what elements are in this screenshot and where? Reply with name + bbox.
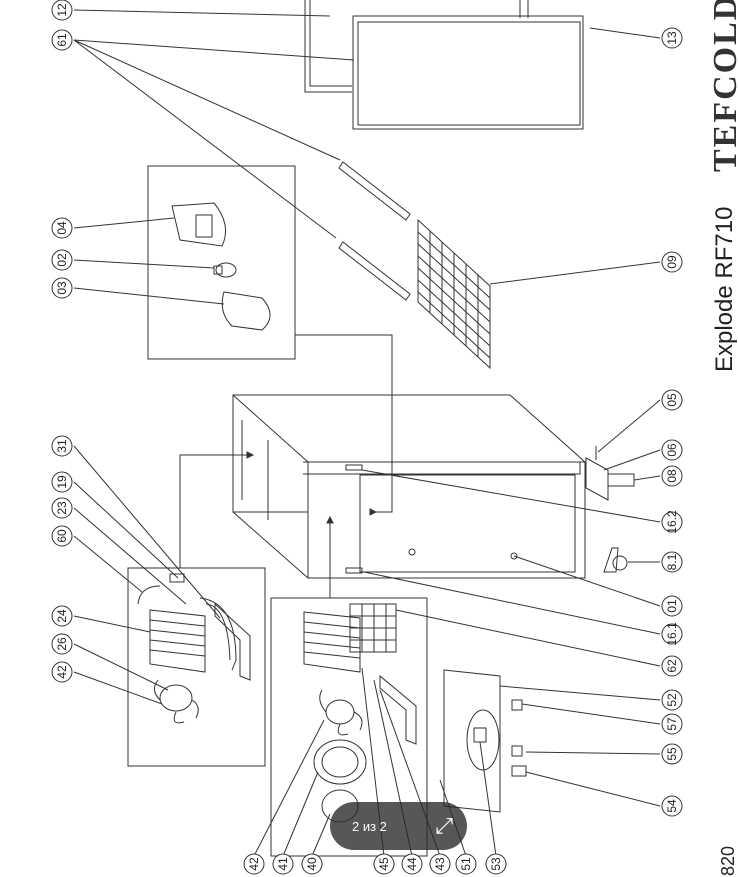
brand-logo-text: TEFCOLD [707, 0, 738, 172]
shelf-rail-lower [338, 241, 411, 301]
fan-shroud [313, 739, 367, 785]
parts-box-condenser [270, 597, 428, 857]
lamp-bulb [213, 262, 237, 278]
callout-label: 09 [665, 255, 679, 269]
callout-label: 16.2 [665, 510, 679, 534]
callout-label: 62 [665, 659, 679, 673]
callout-label: 57 [665, 717, 679, 731]
callout-label: 02 [55, 253, 69, 267]
parts-box-evaporator [127, 567, 266, 767]
callout-label: 19 [55, 475, 69, 489]
page-pager[interactable]: 2 из 2 ⤢ [330, 802, 467, 850]
callout-label: 42 [55, 665, 69, 679]
callout-label: 40 [305, 857, 319, 871]
evaporator-fan [154, 679, 199, 724]
parts-box-lamp [147, 165, 296, 360]
evaporator-rail [214, 602, 251, 681]
condenser-coil [303, 611, 361, 673]
callout-label: 42 [247, 857, 261, 871]
capillary-tube [137, 585, 161, 605]
control-panel [443, 669, 527, 813]
callout-label: 44 [405, 857, 419, 871]
grid-shelf [417, 218, 491, 370]
callout-label: 41 [276, 857, 290, 871]
castor-wheel [603, 547, 628, 573]
callout-label: 31 [55, 439, 69, 453]
callout-label: 43 [433, 857, 447, 871]
page-code: 820 [718, 846, 738, 876]
shelf-rail-upper [338, 161, 411, 221]
callout-label: 05 [665, 393, 679, 407]
evaporator-coil [149, 597, 237, 673]
sensor-clip [169, 573, 185, 583]
callout-label: 23 [55, 501, 69, 515]
callout-label: 01 [665, 599, 679, 613]
callout-label: 04 [55, 221, 69, 235]
callout-label: 53 [489, 857, 503, 871]
condenser-fan [319, 689, 363, 736]
expand-arrows-icon[interactable]: ⤢ [435, 813, 453, 838]
callout-label: 24 [55, 609, 69, 623]
condenser-rail [379, 674, 417, 745]
callout-label: 51 [459, 857, 473, 871]
lamp-diffuser [221, 291, 271, 331]
lamp-cover [171, 202, 227, 247]
door [304, 0, 584, 130]
callout-label: 45 [377, 857, 391, 871]
callout-label: 12 [55, 3, 69, 17]
callout-label: 13 [665, 31, 679, 45]
callout-label: 08 [665, 469, 679, 483]
document-title: Explode RF710 [711, 207, 738, 372]
callout-label: 26 [55, 637, 69, 651]
callout-label: 52 [665, 693, 679, 707]
callout-label: 8.1 [665, 553, 679, 570]
hinge-bracket [585, 446, 635, 501]
callout-label: 06 [665, 443, 679, 457]
callout-labels: 12 61 13 04 02 03 09 31 19 23 60 24 26 42 05 06 08 16.2 8.… [55, 3, 679, 871]
callout-label: 54 [665, 799, 679, 813]
callout-label: 61 [55, 33, 69, 47]
leader-lamp-box [295, 334, 393, 513]
callout-label: 55 [665, 747, 679, 761]
callout-label: 03 [55, 281, 69, 295]
condenser-grille [349, 603, 397, 653]
leader-evaporator [179, 454, 250, 568]
cabinet [232, 394, 586, 579]
callout-label: 60 [55, 529, 69, 543]
pager-label: 2 из 2 [352, 818, 387, 834]
callout-label: 16.1 [665, 622, 679, 646]
callout-bubbles [51, 0, 683, 875]
